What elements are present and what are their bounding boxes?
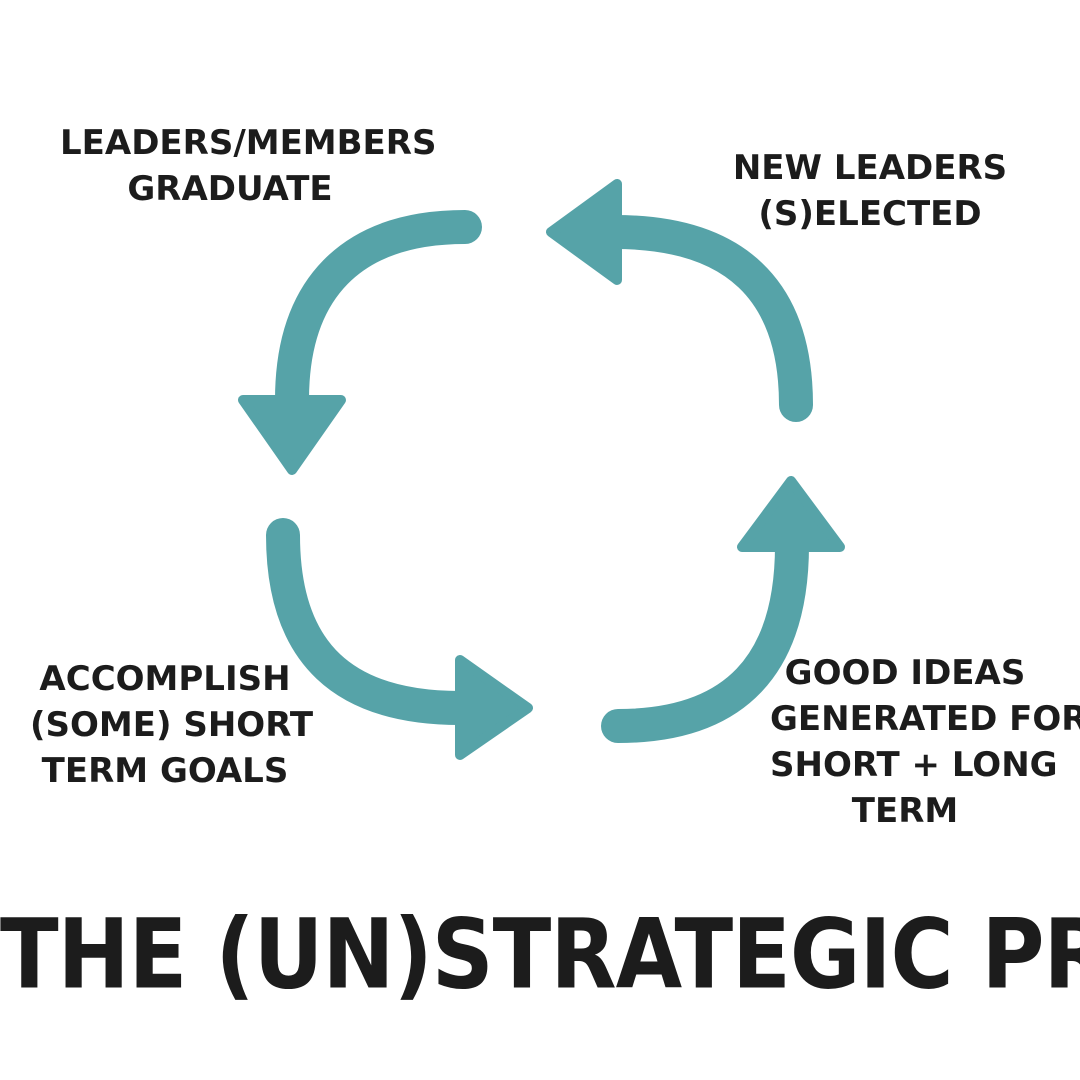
step-label-line: (SOME) SHORT	[30, 705, 314, 745]
arrow-shaft	[275, 210, 482, 417]
step-label-line: SHORT + LONG	[770, 745, 1058, 785]
arrow-accomplish-to-ideas	[266, 518, 533, 760]
step-label-line: NEW LEADERS	[732, 148, 1008, 188]
step-label-line: TERM	[851, 791, 959, 831]
step-label-line: GRADUATE	[127, 169, 333, 209]
step-label-line: LEADERS/MEMBERS	[60, 123, 437, 163]
arrow-selected-to-graduate	[546, 179, 813, 422]
arrow-head	[238, 395, 346, 475]
step-label-ideas: GOOD IDEAS GENERATED FOR SHORT + LONG TE…	[770, 650, 1080, 834]
step-label-line: (S)ELECTED	[758, 194, 982, 234]
arrow-head	[546, 179, 622, 285]
step-label-line: TERM GOALS	[41, 751, 289, 791]
arrow-head	[455, 655, 533, 760]
page-title: THE (UN)STRATEGIC PROCESS	[0, 899, 1080, 1011]
step-label-line: GOOD IDEAS	[784, 653, 1026, 693]
arrow-shaft	[266, 518, 477, 725]
arrow-shaft	[598, 215, 813, 422]
step-label-selected: NEW LEADERS (S)ELECTED	[730, 145, 1010, 237]
step-label-graduate: LEADERS/MEMBERS GRADUATE	[60, 120, 437, 212]
step-label-accomplish: ACCOMPLISH (SOME) SHORT TERM GOALS	[30, 656, 314, 794]
arrow-shaft	[601, 528, 809, 743]
arrow-head	[737, 476, 845, 552]
arrow-ideas-to-selected	[601, 476, 845, 743]
step-label-line: ACCOMPLISH	[39, 659, 291, 699]
step-label-line: GENERATED FOR	[770, 699, 1080, 739]
arrow-graduate-to-accomplish	[238, 210, 482, 475]
